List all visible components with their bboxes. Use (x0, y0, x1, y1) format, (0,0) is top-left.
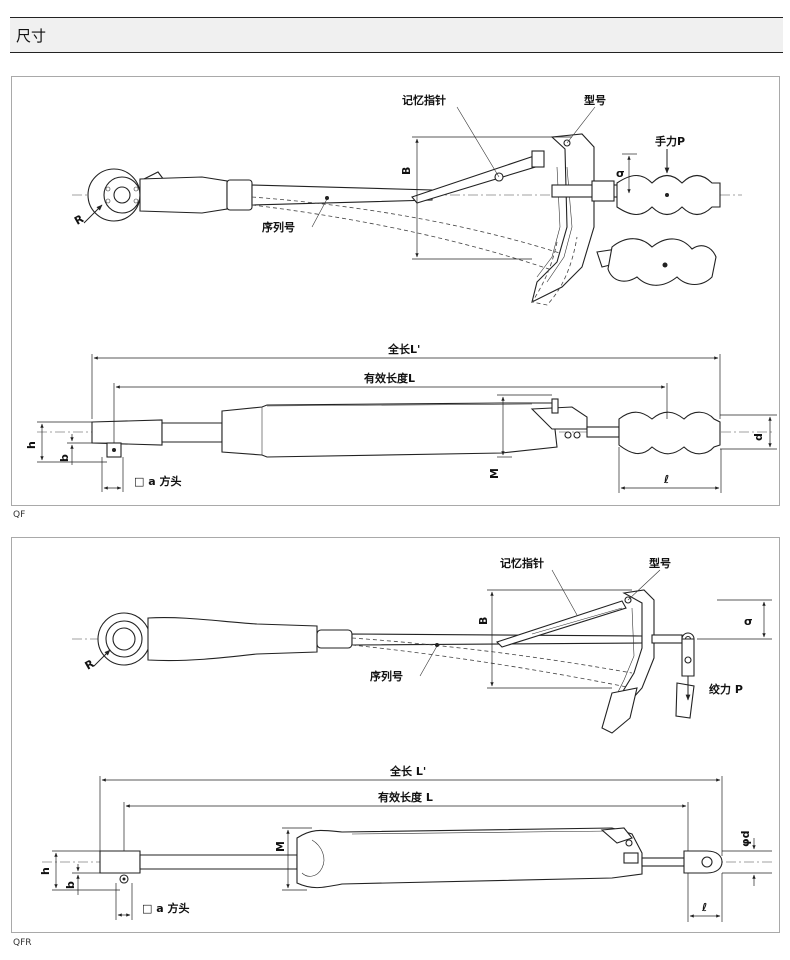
qfr-label-sigma: σ (744, 615, 753, 628)
qf-caption: QF (13, 510, 26, 520)
qf-label-d: d (752, 433, 765, 441)
qf-label-radius: R (72, 212, 86, 228)
qfr-side-body (296, 827, 643, 889)
qf-label-serial: 序列号 (262, 220, 295, 234)
qfr-label-effective-length: 有效长度 L (378, 790, 433, 804)
qf-diagram: B σ 手力P 记忆指针 型号 序列号 R (25, 93, 777, 493)
qfr-caption: QFR (13, 938, 32, 948)
qfr-label-phid: φd (739, 831, 752, 847)
qfr-diagram-panel: B σ 绞力 P 记忆指针 型号 序列号 R (11, 537, 780, 933)
qfr-side-view: 全长 L' 有效长度 L h b □ a 方头 M φd (39, 764, 772, 922)
qf-label-memory-pointer: 记忆指针 (402, 93, 446, 107)
qf-scale-plate (531, 133, 595, 304)
qf-label-h: h (25, 441, 38, 449)
qf-label-b-upper: B (400, 167, 413, 175)
section-title: 尺寸 (16, 27, 47, 45)
qfr-label-serial: 序列号 (370, 669, 403, 683)
qfr-label-b-upper: B (477, 617, 490, 625)
qf-label-sigma: σ (616, 167, 625, 180)
qfr-label-ell: ℓ (701, 901, 707, 914)
qf-memory-pointer (411, 154, 543, 204)
qfr-label-total-length: 全长 L' (389, 764, 426, 778)
qfr-label-memory-pointer: 记忆指针 (500, 556, 544, 570)
qfr-label-model: 型号 (649, 556, 671, 570)
qfr-side-head (99, 850, 141, 874)
qf-side-head (91, 419, 163, 446)
qfr-label-hinge-force: 绞力 P (709, 682, 743, 696)
qf-label-effective-length: 有效长度L (364, 371, 415, 385)
qf-side-grip (618, 411, 721, 455)
qf-side-body (221, 402, 558, 458)
qf-label-ell: ℓ (663, 473, 669, 486)
qf-label-total-length: 全长L' (387, 342, 420, 356)
qf-top-view: B σ 手力P 记忆指针 型号 序列号 R (72, 93, 742, 306)
section-header: 尺寸 (10, 17, 783, 53)
qfr-label-h: h (39, 867, 52, 875)
qfr-label-b-lower: b (64, 881, 77, 889)
qf-label-square: □ a 方头 (134, 474, 181, 488)
qf-diagram-panel: B σ 手力P 记忆指针 型号 序列号 R (11, 76, 780, 506)
qfr-memory-pointer (495, 600, 627, 648)
qf-label-m: M (488, 468, 501, 479)
qfr-top-view: B σ 绞力 P 记忆指针 型号 序列号 R (72, 556, 772, 734)
qfr-label-square: □ a 方头 (142, 901, 189, 915)
qf-label-model: 型号 (584, 93, 606, 107)
qf-side-view: 全长L' 有效长度L h b □ a 方头 M d ℓ (25, 342, 777, 493)
qf-label-b-lower: b (58, 454, 71, 462)
qfr-label-m: M (274, 841, 287, 852)
qf-label-hand-force: 手力P (655, 134, 685, 148)
qfr-diagram: B σ 绞力 P 记忆指针 型号 序列号 R (39, 556, 772, 922)
